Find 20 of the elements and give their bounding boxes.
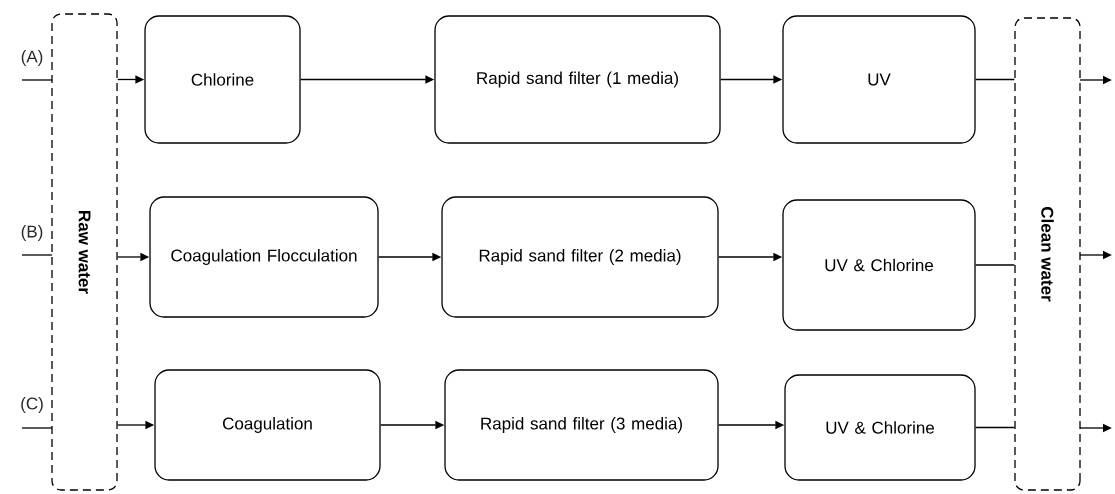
- process-box: Rapid sand filter (3 media): [444, 369, 719, 481]
- dashed-band: Raw water: [51, 13, 118, 491]
- process-box: UV & Chlorine: [782, 199, 976, 331]
- process-box: Rapid sand filter (1 media): [434, 15, 721, 144]
- connector-line: [21, 427, 53, 429]
- process-box: Coagulation: [154, 369, 381, 481]
- connector-line: [21, 79, 53, 81]
- row-label: (B): [21, 225, 43, 241]
- connector-line: [975, 264, 1015, 266]
- row-label: (C): [21, 397, 43, 413]
- connector-line: [21, 254, 53, 256]
- process-box: Rapid sand filter (2 media): [441, 196, 719, 318]
- dashed-band: Clean water: [1014, 17, 1081, 491]
- process-box: Chlorine: [144, 15, 301, 144]
- process-box: Coagulation Flocculation: [149, 196, 379, 318]
- process-box: UV & Chlorine: [784, 374, 976, 481]
- connector-line: [975, 78, 1015, 81]
- row-label: (A): [21, 50, 43, 66]
- connector-line: [975, 426, 1015, 429]
- process-box: UV: [782, 15, 976, 144]
